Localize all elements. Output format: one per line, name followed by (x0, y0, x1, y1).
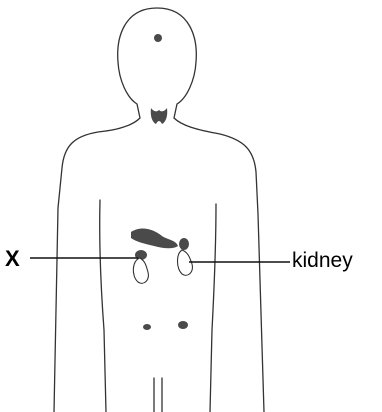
label-x: X (5, 248, 20, 270)
adrenal-gland-right (179, 238, 189, 250)
pancreas (131, 229, 178, 249)
torso-left-side (100, 200, 106, 412)
pituitary-gland (154, 34, 162, 42)
lower-gland-left (143, 324, 151, 330)
leg-gap (154, 378, 162, 412)
thyroid-gland (151, 108, 168, 124)
label-kidney: kidney (292, 250, 353, 271)
kidney-left (133, 258, 148, 283)
body-outline (54, 8, 264, 412)
lower-gland-right (178, 321, 188, 329)
torso-right-side (210, 204, 216, 412)
